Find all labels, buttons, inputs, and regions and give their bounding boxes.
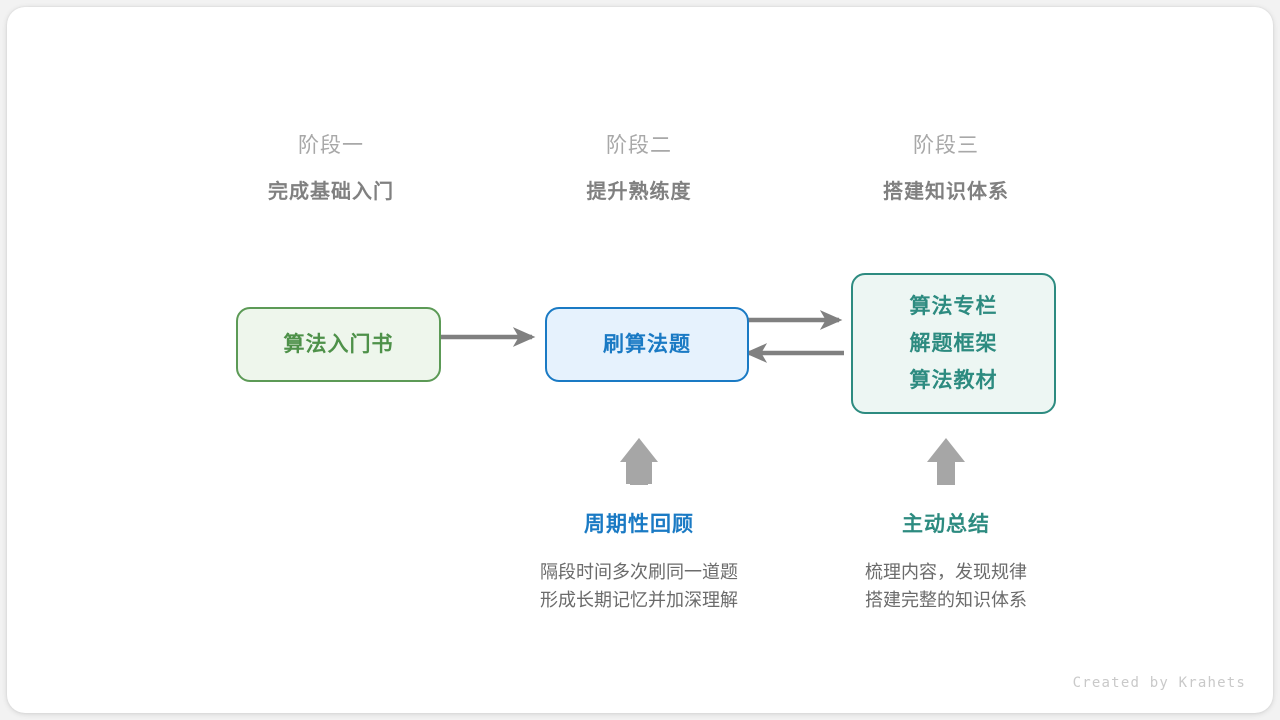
node-practice-line-1: 刷算法题 — [603, 333, 691, 356]
stage-number-1: 阶段一 — [298, 134, 364, 157]
stage-title-1: 完成基础入门 — [268, 181, 394, 203]
stage-number-3: 阶段三 — [913, 134, 979, 157]
node-resources-line-2: 解题框架 — [909, 332, 998, 355]
note-title-summary: 主动总结 — [902, 513, 990, 536]
note-active-summary: 主动总结 梳理内容，发现规律 搭建完整的知识体系 — [796, 510, 1096, 614]
stage-header-1: 阶段一 完成基础入门 — [201, 131, 461, 207]
stage-number-2: 阶段二 — [606, 134, 672, 157]
diagram-card: 阶段一 完成基础入门 阶段二 提升熟练度 阶段三 搭建知识体系 — [7, 7, 1273, 713]
node-practice-problems[interactable]: 刷算法题 — [545, 307, 749, 382]
stage-title-3: 搭建知识体系 — [883, 181, 1009, 203]
node-algorithm-intro-book[interactable]: 算法入门书 — [236, 307, 441, 382]
node-knowledge-resources[interactable]: 算法专栏 解题框架 算法教材 — [851, 273, 1056, 414]
note-periodic-review: 周期性回顾 隔段时间多次刷同一道题 形成长期记忆并加深理解 — [489, 510, 789, 614]
arrow-summary-up — [927, 438, 965, 485]
note-title-review: 周期性回顾 — [584, 513, 694, 536]
stage-title-2: 提升熟练度 — [586, 181, 692, 203]
node-resources-line-3: 算法教材 — [909, 369, 998, 392]
node-resources-line-1: 算法专栏 — [909, 295, 998, 318]
stage-header-2: 阶段二 提升熟练度 — [509, 131, 769, 207]
arrow-review-up — [620, 438, 658, 485]
note-desc-summary-line-2: 搭建完整的知识体系 — [865, 590, 1027, 610]
note-desc-review-line-1: 隔段时间多次刷同一道题 — [540, 562, 738, 582]
credit-label: Created by Krahets — [1072, 675, 1246, 691]
note-desc-summary-line-1: 梳理内容，发现规律 — [865, 562, 1027, 582]
note-desc-review-line-2: 形成长期记忆并加深理解 — [540, 590, 738, 610]
node-book-line-1: 算法入门书 — [283, 333, 394, 356]
stage-header-3: 阶段三 搭建知识体系 — [816, 131, 1076, 207]
